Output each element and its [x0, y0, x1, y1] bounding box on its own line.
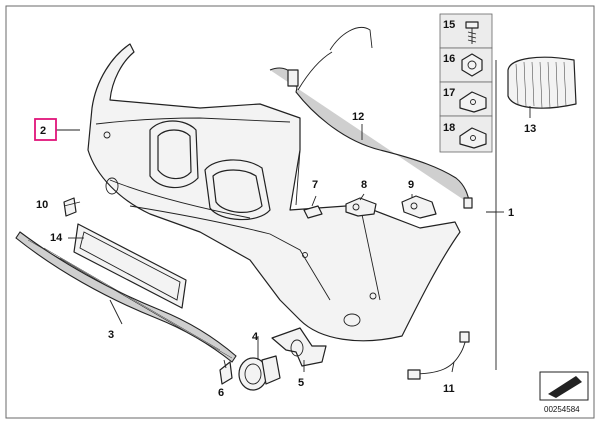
fastener-panel — [439, 13, 493, 153]
clip-18-hole — [470, 135, 476, 141]
clip-17-hole — [470, 99, 476, 105]
callout-4[interactable]: 4 — [252, 331, 259, 343]
callout-15[interactable]: 15 — [443, 19, 455, 31]
fog-light[interactable] — [238, 355, 281, 391]
sensor-holder-8[interactable] — [345, 197, 377, 217]
kidney-grille-13[interactable] — [507, 56, 577, 109]
trim-cover-7[interactable] — [303, 205, 323, 219]
callout-9[interactable]: 9 — [408, 179, 414, 191]
fastener-cell-15[interactable] — [439, 13, 493, 49]
clip-17 — [459, 91, 487, 113]
callout-10[interactable]: 10 — [36, 199, 48, 211]
fog-light-bracket[interactable] — [271, 327, 327, 367]
callout-3[interactable]: 3 — [108, 329, 114, 341]
wiring-harness-12[interactable] — [269, 27, 473, 209]
callout-18[interactable]: 18 — [443, 122, 455, 134]
callout-12[interactable]: 12 — [352, 111, 364, 123]
bracket-clip-10[interactable] — [63, 197, 77, 217]
wiring-cable-11[interactable] — [407, 331, 470, 380]
callout-14[interactable]: 14 — [50, 232, 63, 244]
callout-6[interactable]: 6 — [218, 387, 224, 399]
nut-16 — [461, 53, 483, 77]
nut-16-hole — [467, 60, 477, 70]
diagram-frame — [5, 5, 595, 419]
callout-8[interactable]: 8 — [361, 179, 367, 191]
highlight-box-2 — [34, 118, 57, 141]
clip-18 — [459, 127, 487, 149]
callout-5[interactable]: 5 — [298, 377, 304, 389]
sensor-holder-9[interactable] — [401, 195, 437, 219]
part-view-arrow-icon — [539, 371, 589, 401]
callout-17[interactable]: 17 — [443, 87, 455, 99]
callout-16[interactable]: 16 — [443, 53, 455, 65]
lower-grille-mesh[interactable] — [15, 231, 237, 363]
leader-lines — [56, 60, 531, 373]
callout-13[interactable]: 13 — [524, 123, 536, 135]
trim-cover-6[interactable] — [219, 361, 233, 385]
screw-15-thread — [467, 28, 477, 44]
front-bumper-panel[interactable] — [87, 43, 461, 342]
license-plate-base[interactable] — [73, 223, 187, 309]
callout-1[interactable]: 1 — [508, 207, 514, 219]
screw-15 — [465, 21, 479, 29]
callout-7[interactable]: 7 — [312, 179, 318, 191]
callout-11[interactable]: 11 — [443, 383, 455, 395]
callout-labels: 2 1 3 4 5 6 7 8 9 10 11 12 13 14 15 16 1… — [34, 19, 536, 399]
callout-2[interactable]: 2 — [40, 125, 46, 137]
document-number: 00254584 — [544, 405, 580, 414]
